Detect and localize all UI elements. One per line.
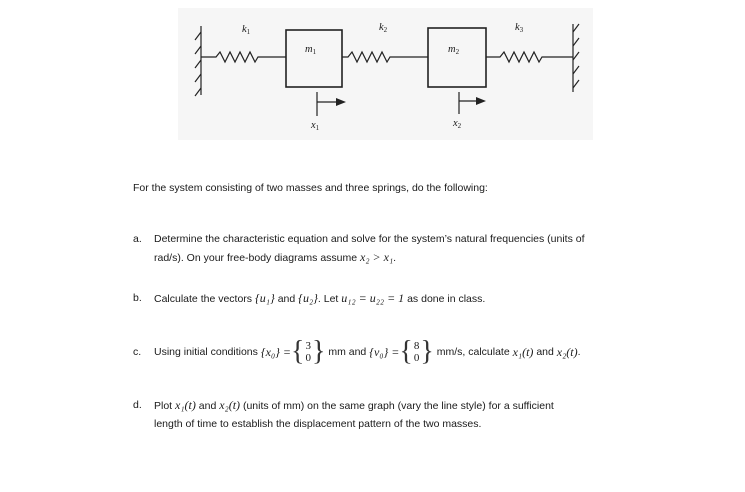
item-d-marker: d. [133, 399, 142, 411]
item-d-line1: Plot x₁(t) and x₂(t) (units of mm) on th… [154, 398, 554, 412]
label-x2: x2 [453, 118, 462, 130]
label-x1: x1 [311, 120, 320, 132]
label-k2: k2 [379, 22, 388, 34]
intro-text: For the system consisting of two masses … [133, 182, 488, 194]
label-k3: k3 [515, 22, 524, 34]
item-b-marker: b. [133, 292, 142, 304]
item-a-marker: a. [133, 233, 142, 245]
x1-arrow-icon [336, 98, 346, 106]
item-c-marker: c. [133, 346, 142, 358]
item-d-line2: length of time to establish the displace… [154, 418, 482, 430]
label-m1: m1 [305, 44, 317, 56]
item-a-line1: Determine the characteristic equation an… [154, 233, 585, 245]
spring-k3 [486, 50, 573, 64]
item-a-line2: rad/s). On your free-body diagrams assum… [154, 250, 397, 264]
item-b-text: Calculate the vectors {u₁} and {u₂}. Let… [154, 291, 486, 305]
label-m2: m2 [448, 44, 460, 56]
x2-arrow-icon [476, 97, 486, 105]
spring-mass-schematic [194, 23, 580, 116]
spring-k2 [342, 50, 428, 64]
mass-m1 [285, 29, 343, 88]
spring-mass-diagram: k1 k2 k3 m1 m2 x1 x2 [178, 8, 593, 140]
spring-k1 [201, 50, 286, 64]
label-k1: k1 [242, 24, 251, 36]
